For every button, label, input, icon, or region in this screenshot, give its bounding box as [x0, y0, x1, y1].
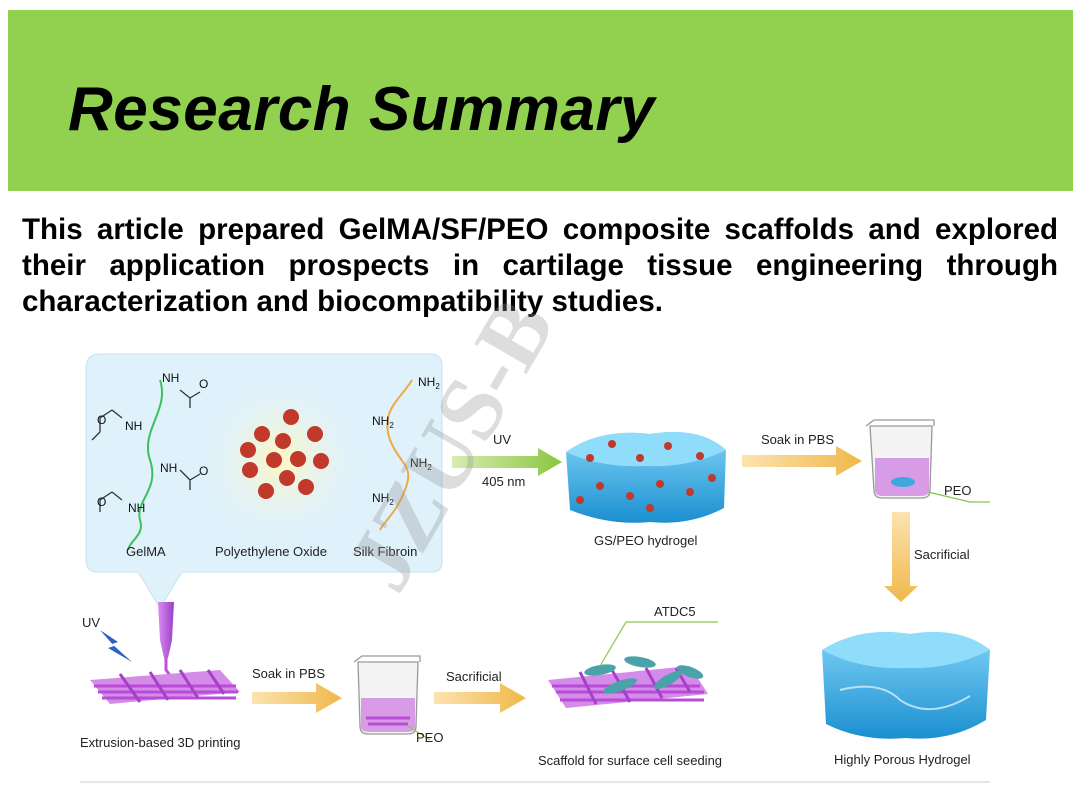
- gelma-nh-3: NH: [160, 461, 177, 475]
- gelma-o-3: O: [199, 464, 208, 478]
- title-banner: Research Summary: [8, 10, 1073, 191]
- gelma-o-1: O: [199, 377, 208, 391]
- hydrogel-label: GS/PEO hydrogel: [594, 533, 697, 548]
- uv-label: UV: [493, 432, 511, 447]
- process-diagram: NH O O NH NH O O NH GelMA Polyethylene O…: [0, 340, 1080, 794]
- sacrificial-label-right: Sacrificial: [914, 547, 970, 562]
- cell-label: ATDC5: [654, 604, 696, 619]
- porous-hydrogel: Highly Porous Hydrogel: [822, 632, 990, 767]
- soak-label-bottom: Soak in PBS: [252, 666, 325, 681]
- beaker-bottom: PEO: [354, 656, 443, 745]
- uv-wavelength: 405 nm: [482, 474, 525, 489]
- gs-peo-hydrogel: GS/PEO hydrogel: [566, 432, 726, 548]
- soak-label-top: Soak in PBS: [761, 432, 834, 447]
- porous-label: Highly Porous Hydrogel: [834, 752, 971, 767]
- uv-crosslink-arrow: UV 405 nm: [452, 432, 562, 489]
- gelma-label: GelMA: [126, 544, 166, 559]
- materials-inset: [86, 354, 442, 608]
- page-title: Research Summary: [68, 74, 655, 145]
- summary-paragraph: This article prepared GelMA/SF/PEO compo…: [22, 212, 1058, 320]
- peo-label: Polyethylene Oxide: [215, 544, 327, 559]
- printing-label: Extrusion-based 3D printing: [80, 735, 240, 750]
- soak-arrow-top: Soak in PBS: [742, 432, 862, 476]
- uv-lightning-icon: [100, 630, 132, 662]
- sf-label: Silk Fibroin: [353, 544, 417, 559]
- extrusion-printing: UV Extrusion-based 3D printing: [80, 602, 240, 750]
- gelma-o-2: O: [97, 413, 106, 427]
- sacrificial-arrow-bottom: Sacrificial: [434, 669, 526, 713]
- scaffold-with-cells: ATDC5 Scaffold for surface cell seeding: [538, 604, 722, 768]
- gelma-nh-1: NH: [162, 371, 179, 385]
- peo-label-top: PEO: [944, 483, 971, 498]
- scaffold-label: Scaffold for surface cell seeding: [538, 753, 722, 768]
- beaker-top: PEO: [866, 420, 990, 502]
- gelma-o-4: O: [97, 495, 106, 509]
- gelma-nh-2: NH: [125, 419, 142, 433]
- peo-label-bottom: PEO: [416, 730, 443, 745]
- sacrificial-arrow-down: Sacrificial: [884, 512, 970, 602]
- gelma-nh-4: NH: [128, 501, 145, 515]
- sacrificial-label-bottom: Sacrificial: [446, 669, 502, 684]
- soak-arrow-bottom: Soak in PBS: [252, 666, 342, 713]
- printing-uv-label: UV: [82, 615, 100, 630]
